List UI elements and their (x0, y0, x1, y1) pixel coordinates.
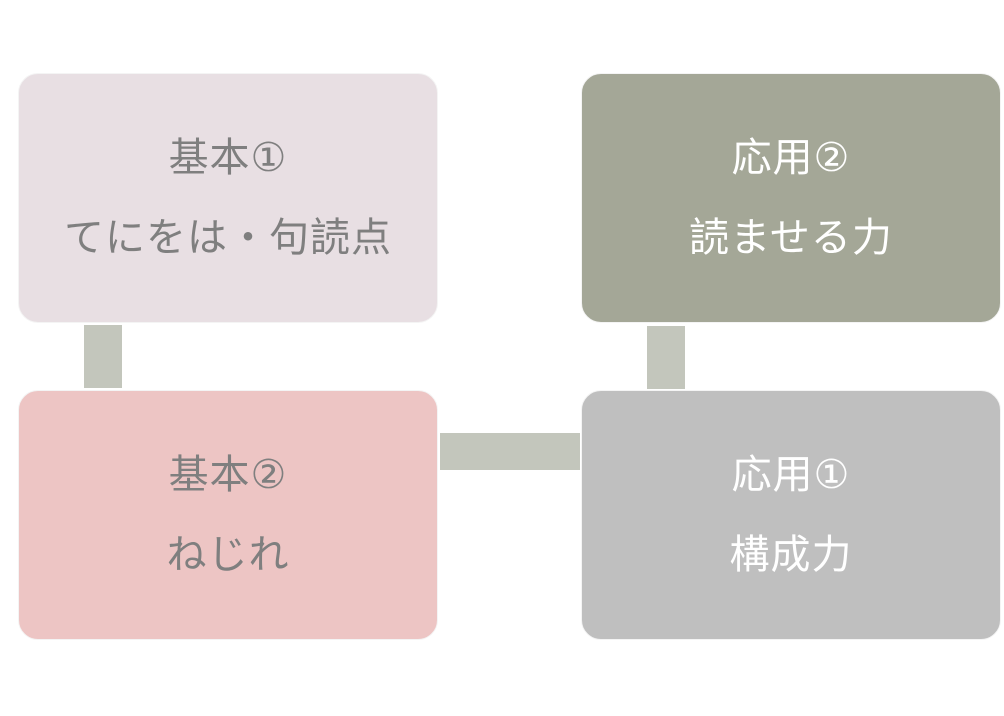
connector-basic2-applied1 (440, 433, 580, 470)
node-title: 応用② (731, 135, 851, 181)
node-subtitle: ねじれ (166, 532, 290, 578)
node-subtitle: 読ませる力 (689, 215, 893, 261)
node-title: 基本① (168, 135, 288, 181)
node-subtitle: てにをは・句読点 (64, 215, 392, 261)
connector-basic1-basic2 (84, 325, 122, 388)
node-applied-1: 応用① 構成力 (581, 390, 1001, 640)
connector-applied1-applied2 (647, 326, 685, 389)
node-title: 基本② (168, 452, 288, 498)
node-subtitle: 構成力 (729, 532, 853, 578)
node-applied-2: 応用② 読ませる力 (581, 73, 1001, 323)
node-title: 応用① (731, 452, 851, 498)
node-basic-1: 基本① てにをは・句読点 (18, 73, 438, 323)
node-basic-2: 基本② ねじれ (18, 390, 438, 640)
